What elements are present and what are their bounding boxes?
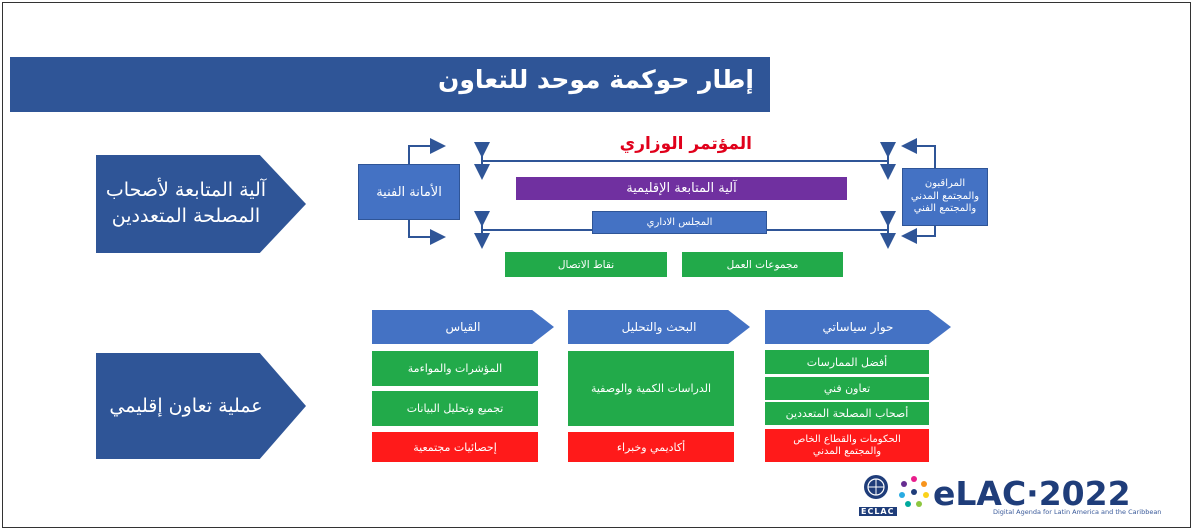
focal-points-text: نقاط الاتصال bbox=[557, 258, 615, 271]
observers-line-3: والمجتمع الفني bbox=[913, 203, 977, 215]
measurement-red-box: إحصائيات مجتمعية bbox=[372, 432, 538, 462]
measurement-header-text: القياس bbox=[445, 320, 481, 334]
elac-subtitle: Digital Agenda for Latin America and the… bbox=[993, 508, 1162, 516]
regional-follow-up-text: آلية المتابعة الإقليمية bbox=[626, 181, 737, 196]
technical-secretariat-text: الأمانة الفنية bbox=[376, 184, 442, 200]
working-groups-box: مجموعات العمل bbox=[682, 252, 843, 277]
observers-box: المراقبون والمجتمع المدني والمجتمع الفني bbox=[902, 168, 988, 226]
observers-line-2: والمجتمع المدني bbox=[910, 190, 980, 202]
policy-item-1-text: أفضل الممارسات bbox=[806, 355, 888, 369]
research-red-box: أكاديمي وخبراء bbox=[568, 432, 734, 462]
ministerial-conference-label: المؤتمر الوزاري bbox=[619, 134, 752, 154]
research-item-1: الدراسات الكمية والوصفية bbox=[568, 351, 734, 426]
observers-line-1: المراقبون bbox=[924, 178, 966, 190]
research-header-text: البحث والتحليل bbox=[621, 320, 697, 334]
title-banner: إطار حوكمة موحد للتعاون bbox=[10, 57, 770, 112]
policy-red-line-2: والمجتمع المدني bbox=[812, 445, 882, 457]
un-emblem-icon bbox=[864, 475, 888, 499]
policy-item-2: تعاون فني bbox=[765, 377, 929, 400]
policy-dialogue-header-arrow: حوار سياساتي bbox=[765, 310, 951, 344]
policy-dialogue-header-text: حوار سياساتي bbox=[822, 320, 894, 334]
elac-logo-text: eLAC·2022 bbox=[933, 474, 1131, 513]
research-item-1-text: الدراسات الكمية والوصفية bbox=[590, 382, 712, 395]
eclac-logo-text: ECLAC bbox=[859, 507, 897, 516]
regional-follow-up-box: آلية المتابعة الإقليمية bbox=[516, 177, 847, 200]
measurement-item-1-text: المؤشرات والمواءمة bbox=[407, 362, 503, 375]
measurement-header-arrow: القياس bbox=[372, 310, 554, 344]
technical-secretariat-box: الأمانة الفنية bbox=[358, 164, 460, 220]
policy-red-box: الحكومات والقطاع الخاص والمجتمع المدني bbox=[765, 429, 929, 462]
research-header-arrow: البحث والتحليل bbox=[568, 310, 750, 344]
measurement-item-1: المؤشرات والمواءمة bbox=[372, 351, 538, 386]
regional-process-label: عملية تعاون إقليمي bbox=[96, 353, 306, 459]
process-label-text: عملية تعاون إقليمي bbox=[109, 395, 263, 417]
governance-label-text: آلية المتابعة لأصحاب المصلحة المتعددين bbox=[105, 179, 267, 227]
executive-board-text: المجلس الاداري bbox=[646, 217, 713, 228]
governance-mechanism-label: آلية المتابعة لأصحاب المصلحة المتعددين bbox=[96, 155, 306, 253]
policy-red-line-1: الحكومات والقطاع الخاص bbox=[793, 433, 901, 445]
elac-dots-icon bbox=[899, 476, 929, 507]
measurement-item-2: تجميع وتحليل البيانات bbox=[372, 391, 538, 426]
focal-points-box: نقاط الاتصال bbox=[505, 252, 667, 277]
executive-board-box: المجلس الاداري bbox=[592, 211, 767, 234]
research-red-text: أكاديمي وخبراء bbox=[616, 440, 686, 454]
policy-item-2-text: تعاون فني bbox=[823, 382, 871, 395]
policy-item-3: أصحاب المصلحة المتعددين bbox=[765, 402, 929, 425]
working-groups-text: مجموعات العمل bbox=[726, 258, 799, 271]
policy-item-3-text: أصحاب المصلحة المتعددين bbox=[785, 407, 909, 420]
measurement-item-2-text: تجميع وتحليل البيانات bbox=[406, 402, 504, 415]
policy-item-1: أفضل الممارسات bbox=[765, 350, 929, 374]
measurement-red-text: إحصائيات مجتمعية bbox=[413, 440, 497, 454]
slide-title: إطار حوكمة موحد للتعاون bbox=[438, 65, 754, 94]
